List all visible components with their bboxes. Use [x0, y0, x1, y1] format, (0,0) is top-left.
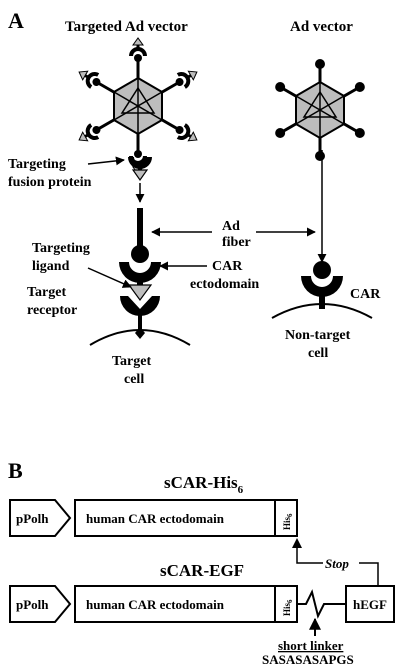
untargeted-fiber-knob: [313, 261, 331, 279]
fusion-protein-on-fiber: [129, 37, 147, 62]
construct-2-ectodomain-box: [74, 585, 276, 623]
fiber-knob: [315, 59, 325, 69]
car-label: CAR: [350, 287, 381, 302]
ad-fiber-label-2: fiber: [222, 235, 251, 250]
hegf-box: [345, 585, 395, 623]
construct-1-promoter-label: pPolh: [16, 511, 49, 526]
targeting-ligand-label-2: ligand: [32, 259, 70, 274]
fusion-protein-on-fiber: [78, 123, 101, 142]
fiber-knob: [354, 128, 365, 138]
construct-2-promoter-label: pPolh: [16, 597, 49, 612]
target-cell-label-1: Target: [112, 354, 151, 369]
free-fusion-protein: [128, 157, 152, 182]
targeting-ligand-pointer: [87, 267, 132, 288]
target-receptor-shape: [120, 296, 160, 316]
construct-2-ectodomain-label: human CAR ectodomain: [86, 597, 225, 612]
targeted-ad-vector-capsid: [78, 37, 198, 175]
linker-label: short linker: [278, 638, 344, 653]
target-cell-membrane: [89, 329, 191, 346]
fiber-knob: [354, 82, 365, 92]
targeted-vector-title: Targeted Ad vector: [65, 19, 188, 35]
construct-1: pPolh human CAR ectodomain His6: [9, 499, 298, 537]
construct-2: pPolh human CAR ectodomain His6 hEGF: [9, 585, 395, 623]
targeted-fiber-knob: [131, 245, 149, 263]
target-receptor-label-2: receptor: [27, 303, 77, 318]
fusion-protein-on-fiber: [175, 123, 198, 142]
car-ectodomain-label-2: ectodomain: [190, 277, 259, 292]
ad-fiber-label-1: Ad: [222, 219, 240, 234]
fiber-knob: [275, 82, 286, 92]
target-receptor-label-1: Target: [27, 285, 66, 300]
fusion-protein-pointer: [87, 156, 125, 166]
non-target-cell-membrane: [271, 303, 373, 319]
panel-a-letter: A: [8, 8, 24, 33]
construct-1-his-tag-label: His6: [282, 513, 294, 530]
fiber-knob: [275, 128, 286, 138]
car-shape: [301, 276, 343, 297]
fusion-protein-on-fiber: [78, 70, 101, 89]
target-cell-label-2: cell: [124, 372, 144, 387]
targeting-fusion-protein-label-2: fusion protein: [8, 175, 92, 190]
targeting-fusion-protein-label-1: Targeting: [8, 157, 66, 172]
linker-sequence: SASASASAPGS: [262, 652, 354, 667]
non-target-cell-label-1: Non-target: [285, 328, 351, 343]
ad-vector-title: Ad vector: [290, 19, 353, 35]
targeting-ligand-shape: [127, 284, 153, 302]
construct-1-his-tag-box: [274, 499, 298, 537]
construct-1-title: sCAR-His6: [164, 473, 244, 496]
construct-1-ectodomain-box: [74, 499, 276, 537]
ad-vector-capsid: [275, 59, 365, 161]
short-linker-zigzag: [297, 589, 346, 619]
construct-2-promoter-arrow: [9, 585, 72, 623]
stop-label: Stop: [325, 556, 349, 571]
car-ectodomain-shape: [119, 262, 161, 283]
fusion-protein-on-fiber: [175, 70, 198, 89]
targeting-ligand-label-1: Targeting: [32, 241, 90, 256]
targeted-binding-assembly: [89, 208, 191, 346]
hegf-label: hEGF: [353, 597, 387, 612]
non-target-cell-label-2: cell: [308, 346, 328, 361]
construct-1-ectodomain-label: human CAR ectodomain: [86, 511, 225, 526]
construct-1-promoter-arrow: [9, 499, 72, 537]
construct-2-title: sCAR-EGF: [160, 561, 244, 580]
car-ectodomain-label-1: CAR: [212, 259, 243, 274]
targeted-ad-fiber: [137, 208, 143, 246]
fiber-knob: [315, 151, 325, 161]
construct-2-his-tag-label: His6: [282, 599, 294, 616]
untargeted-binding-assembly: [271, 261, 373, 319]
panel-b-letter: B: [8, 458, 23, 483]
